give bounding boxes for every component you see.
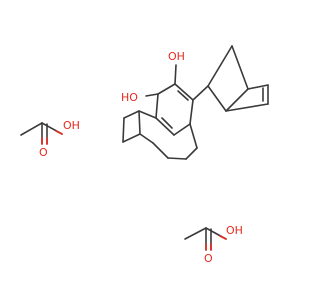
structure-canvas: OH HO OH O OH O bbox=[20, 45, 269, 265]
bond bbox=[123, 110, 140, 119]
bond bbox=[122, 133, 141, 143]
bond bbox=[185, 147, 198, 160]
bond bbox=[225, 103, 269, 112]
bond bbox=[152, 142, 169, 159]
central-ring bbox=[155, 83, 194, 136]
bond bbox=[157, 83, 176, 95]
o-label: O bbox=[204, 252, 213, 265]
bond bbox=[207, 85, 227, 112]
ho-label-left: HO bbox=[121, 91, 138, 104]
oh-label: OH bbox=[226, 224, 243, 237]
bond bbox=[122, 117, 125, 143]
bicyclic-bridge bbox=[192, 45, 269, 112]
bond bbox=[155, 93, 159, 119]
bond-c-oh-red bbox=[55, 130, 63, 135]
bond-methyl bbox=[20, 122, 43, 136]
molecule-acetic-acid-2: OH O bbox=[184, 224, 243, 265]
bond bbox=[167, 157, 187, 160]
bond bbox=[192, 85, 209, 101]
bond-methyl bbox=[184, 227, 207, 240]
oh-label-top: OH bbox=[168, 50, 185, 63]
double-bond-inner bbox=[161, 117, 173, 129]
bond bbox=[138, 110, 141, 135]
bond bbox=[139, 133, 154, 144]
bond bbox=[155, 117, 175, 136]
bond bbox=[207, 45, 233, 87]
bond bbox=[225, 88, 249, 112]
o-label: O bbox=[39, 146, 48, 159]
double-bond-inner bbox=[177, 90, 189, 101]
bond-c-oh-top bbox=[174, 64, 177, 85]
molecule-tricyclic-diol: OH HO bbox=[121, 45, 269, 160]
bond-c-oh-red bbox=[219, 235, 227, 240]
molecule-acetic-acid-1: OH O bbox=[20, 119, 80, 159]
bond bbox=[189, 99, 194, 125]
bond bbox=[247, 84, 269, 90]
bond bbox=[231, 45, 249, 90]
oh-label: OH bbox=[63, 119, 80, 132]
bond bbox=[174, 83, 194, 101]
benzo-ring bbox=[138, 110, 198, 160]
bond bbox=[189, 123, 198, 149]
bond bbox=[138, 110, 157, 119]
aromatic-ring-lower bbox=[122, 110, 141, 143]
bond bbox=[173, 123, 191, 136]
bond-c-ho-left bbox=[145, 93, 159, 97]
